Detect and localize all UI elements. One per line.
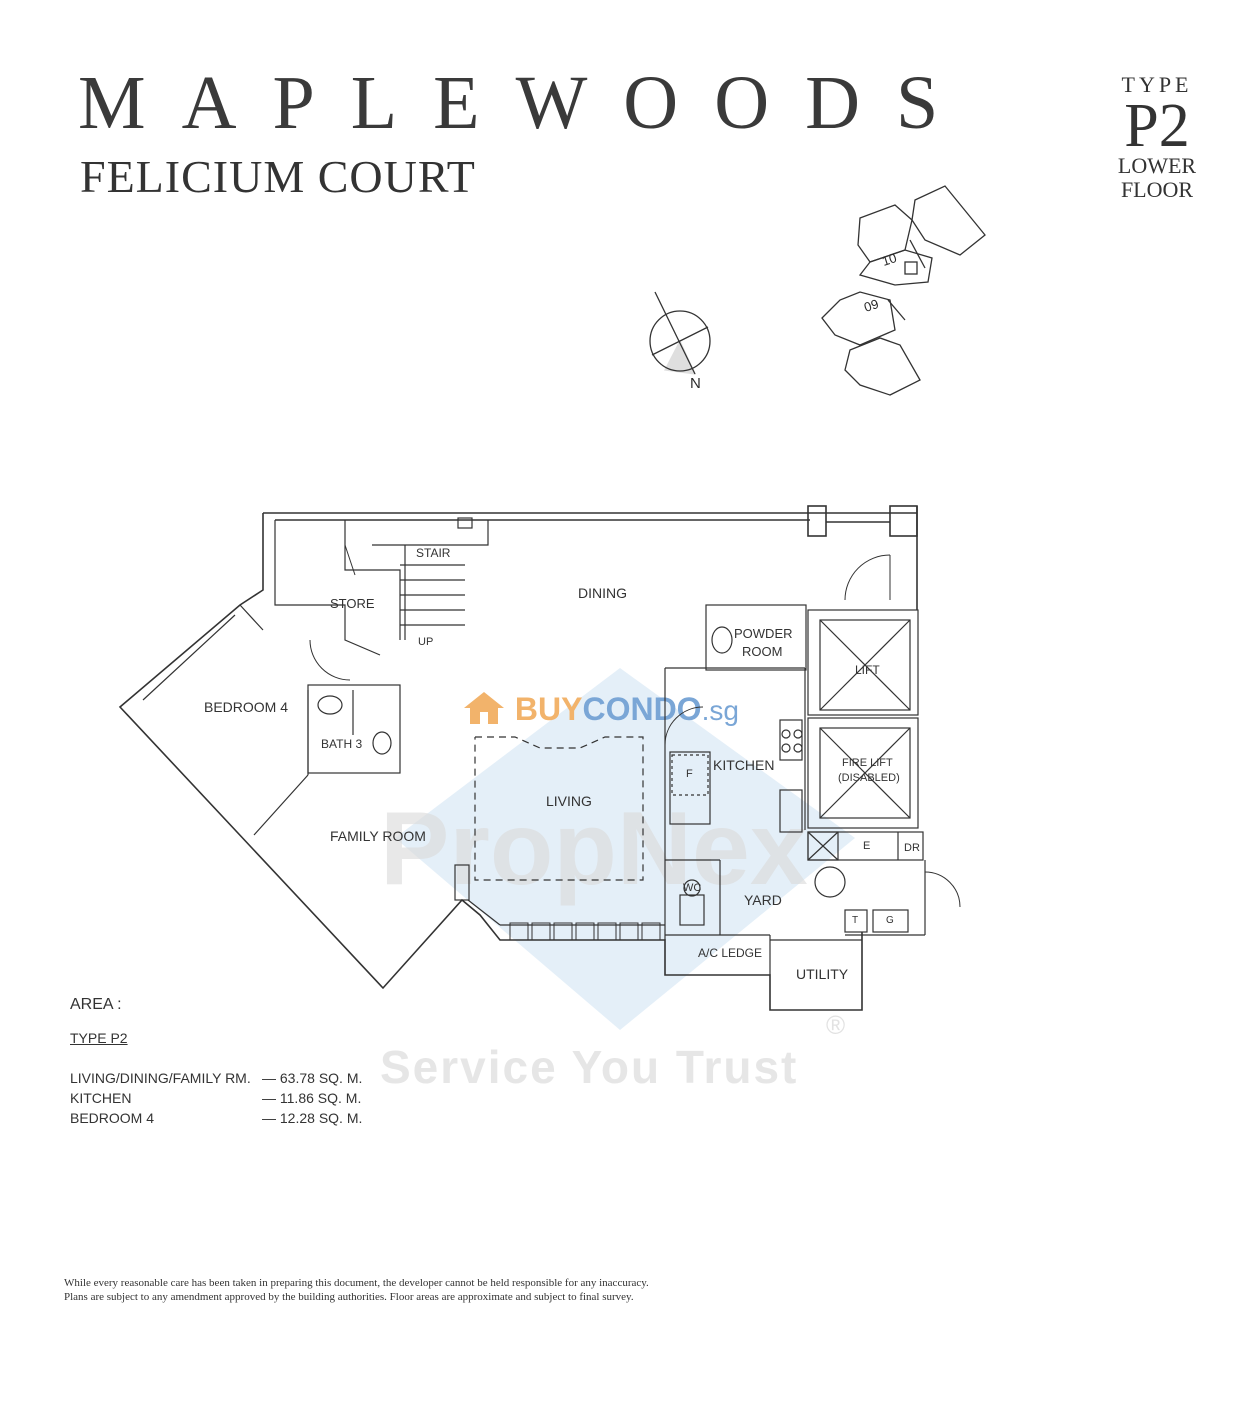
room-label-ac-ledge: A/C LEDGE <box>698 946 763 960</box>
brand-sg: .sg <box>701 695 739 726</box>
room-label-fire-lift-1: FIRE LIFT <box>842 757 893 769</box>
type-label: TYPE <box>1121 72 1193 97</box>
brand-buy: BUY <box>514 691 583 727</box>
area-row-value: — 11.86 SQ. M. <box>262 1090 362 1106</box>
fridge-label: F <box>686 768 693 780</box>
project-subtitle: FELICIUM COURT <box>80 151 476 202</box>
floor-line-1: LOWER <box>1117 153 1197 178</box>
area-row-name: BEDROOM 4 <box>70 1110 155 1126</box>
room-label-lift: LIFT <box>855 663 880 677</box>
area-row: LIVING/DINING/FAMILY RM. — 63.78 SQ. M. <box>70 1068 382 1088</box>
room-label-living: LIVING <box>546 793 592 809</box>
disclaimer: While every reasonable care has been tak… <box>64 1276 744 1304</box>
house-icon <box>462 690 506 724</box>
room-label-store: STORE <box>330 596 375 611</box>
compass-icon <box>649 291 711 375</box>
room-label-utility: UTILITY <box>796 966 849 982</box>
watermark-logo: PropNex <box>380 791 808 907</box>
area-row-value: — 12.28 SQ. M. <box>262 1110 363 1126</box>
room-label-dr: DR <box>904 842 920 854</box>
living-outline <box>474 736 644 881</box>
room-label-yard: YARD <box>744 892 782 908</box>
watermark-tagline: Service You Trust <box>380 1041 799 1093</box>
brand-condo: CONDO <box>582 691 702 727</box>
north-label: N <box>690 375 701 392</box>
watermark-brand: BUYCONDO.sg <box>462 690 739 728</box>
disclaimer-line-1: While every reasonable care has been tak… <box>64 1277 649 1289</box>
room-label-t: T <box>852 915 859 926</box>
ac-ledge-units <box>509 922 661 941</box>
room-label-e: E <box>863 840 871 852</box>
room-label-dining: DINING <box>578 585 627 601</box>
room-label-kitchen: KITCHEN <box>713 757 775 773</box>
room-label-bedroom-4: BEDROOM 4 <box>204 699 289 715</box>
room-label-wc: WC <box>683 882 702 894</box>
room-label-g: G <box>886 915 894 926</box>
interior-walls <box>142 517 926 975</box>
area-row-name: LIVING/DINING/FAMILY RM. <box>70 1070 251 1086</box>
room-label-powder-2: ROOM <box>742 644 783 659</box>
outer-walls <box>118 505 918 1011</box>
project-title: MAPLEWOODS <box>78 61 975 145</box>
area-row-name: KITCHEN <box>70 1090 132 1106</box>
stair-up-label: UP <box>418 636 434 648</box>
disclaimer-line-2: Plans are subject to any amendment appro… <box>64 1291 634 1303</box>
floor-line-2: FLOOR <box>1120 177 1194 202</box>
room-label-fire-lift-2: (DISABLED) <box>838 772 900 784</box>
room-label-family-room: FAMILY ROOM <box>330 828 426 844</box>
area-schedule: AREA : TYPE P2 LIVING/DINING/FAMILY RM. … <box>70 996 382 1128</box>
room-label-bath-3: BATH 3 <box>321 737 363 751</box>
area-type-label: TYPE P2 <box>70 1030 128 1046</box>
type-code: P2 <box>1124 92 1190 160</box>
area-row: BEDROOM 4 — 12.28 SQ. M. <box>70 1108 382 1128</box>
unit-type-block: TYPE P2 LOWER FLOOR <box>1105 72 1209 202</box>
room-label-stair: STAIR <box>416 546 451 560</box>
floor-label: LOWER FLOOR <box>1105 154 1209 202</box>
area-heading: AREA : <box>70 996 122 1013</box>
area-row: KITCHEN — 11.86 SQ. M. <box>70 1088 382 1108</box>
watermark-registered-mark: ® <box>826 1010 846 1040</box>
building-block-icon <box>821 185 986 396</box>
door-swings <box>309 544 961 908</box>
room-label-powder-1: POWDER <box>734 626 793 641</box>
area-row-value: — 63.78 SQ. M. <box>262 1070 363 1086</box>
